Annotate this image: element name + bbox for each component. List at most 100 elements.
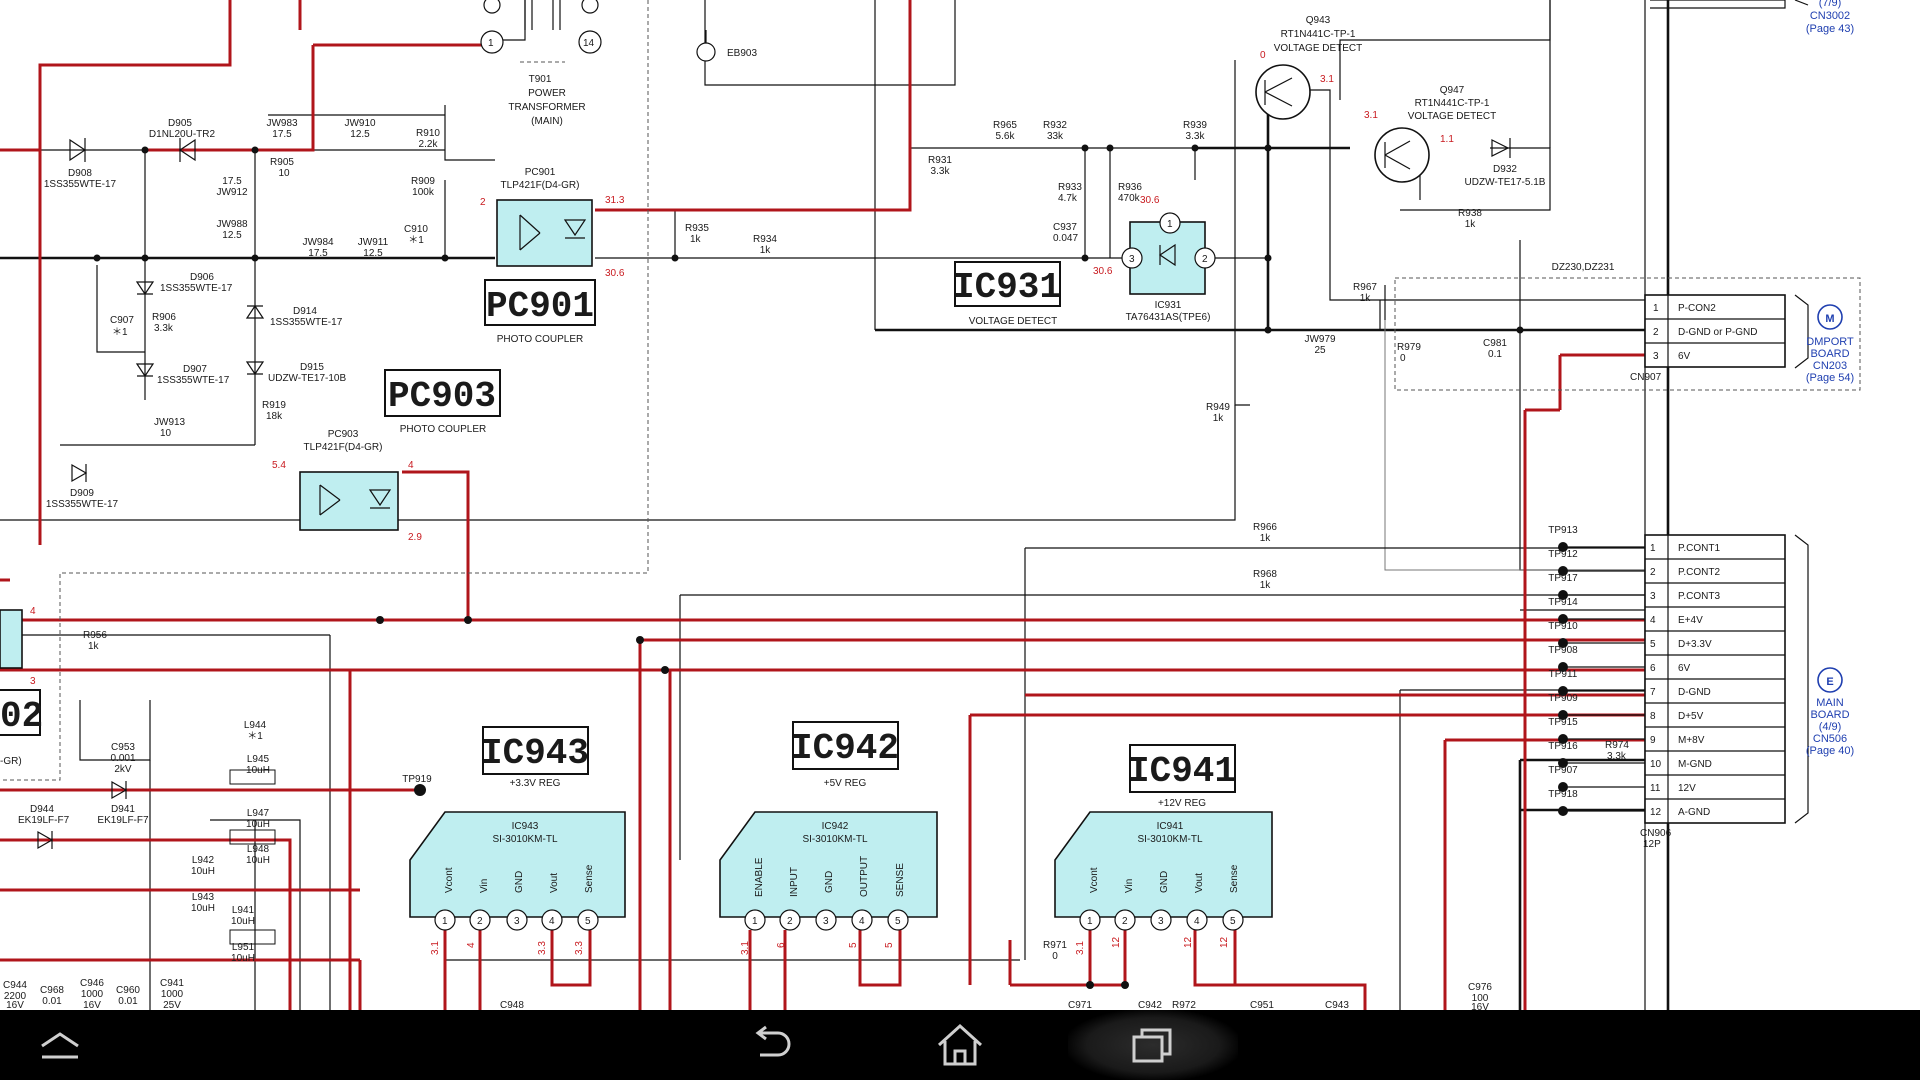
- recent-apps-button[interactable]: [1068, 1010, 1238, 1080]
- svg-text:3.1: 3.1: [1320, 74, 1334, 85]
- svg-text:1: 1: [1087, 916, 1093, 927]
- svg-text:＊1: ＊1: [247, 731, 263, 742]
- svg-text:(MAIN): (MAIN): [531, 116, 563, 127]
- svg-text:1SS355WTE-17: 1SS355WTE-17: [160, 283, 233, 294]
- svg-text:Vout: Vout: [549, 873, 560, 893]
- svg-text:10uH: 10uH: [231, 916, 255, 927]
- svg-text:Sense: Sense: [584, 864, 595, 893]
- cn906-pin-name: M-GND: [1678, 759, 1712, 770]
- svg-text:Vin: Vin: [479, 879, 490, 893]
- svg-text:0.01: 0.01: [42, 996, 62, 1007]
- svg-text:C971: C971: [1068, 1000, 1092, 1010]
- svg-text:D906: D906: [190, 272, 214, 283]
- test-point-label: TP918: [1548, 789, 1578, 800]
- svg-text:1: 1: [442, 916, 448, 927]
- svg-text:R974: R974: [1605, 740, 1629, 751]
- cn906-pin-name: P.CONT1: [1678, 543, 1720, 554]
- cn906-pin-number: 5: [1650, 639, 1656, 650]
- svg-text:R971: R971: [1043, 940, 1067, 951]
- q947-transistor: Q947 RT1N441C-TP-1 VOLTAGE DETECT 3.1 1.…: [1364, 85, 1496, 183]
- cn906-pin-name: E+4V: [1678, 615, 1703, 626]
- svg-text:3.1: 3.1: [1075, 941, 1086, 955]
- home-button[interactable]: [900, 1010, 1020, 1080]
- svg-text:BOARD: BOARD: [1810, 709, 1849, 721]
- dashed-boundaries: [0, 0, 1861, 781]
- svg-text:UDZW-TE17-5.1B: UDZW-TE17-5.1B: [1465, 177, 1546, 188]
- svg-text:4: 4: [859, 916, 865, 927]
- svg-text:(7/9): (7/9): [1819, 0, 1842, 9]
- svg-text:IC931: IC931: [953, 267, 1061, 308]
- svg-text:100: 100: [1472, 993, 1489, 1004]
- collapse-button[interactable]: [0, 1010, 120, 1080]
- svg-text:+5V REG: +5V REG: [824, 778, 867, 789]
- svg-text:2.2k: 2.2k: [419, 139, 439, 150]
- test-point-label: TP915: [1548, 717, 1578, 728]
- svg-text:DMPORT: DMPORT: [1806, 336, 1854, 348]
- svg-text:EB903: EB903: [727, 48, 757, 59]
- back-button[interactable]: [710, 1010, 830, 1080]
- svg-text:IC931: IC931: [1155, 300, 1182, 311]
- test-point-label: TP911: [1549, 669, 1578, 680]
- ic942-pins: ENABLE INPUT GND OUTPUT SENSE 1 2 3 4 5 …: [740, 856, 909, 955]
- svg-text:PC901: PC901: [486, 286, 594, 327]
- svg-text:IC941: IC941: [1128, 751, 1236, 792]
- cn906-pin-name: A-GND: [1678, 807, 1710, 818]
- svg-text:1: 1: [752, 916, 758, 927]
- svg-text:3.3k: 3.3k: [931, 166, 951, 177]
- cn906-pin-number: 6: [1650, 663, 1656, 674]
- svg-text:D914: D914: [293, 306, 317, 317]
- svg-text:JW979: JW979: [1304, 334, 1336, 345]
- svg-text:R956: R956: [83, 630, 107, 641]
- svg-text:TA76431AS(TPE6): TA76431AS(TPE6): [1126, 312, 1211, 323]
- svg-text:3.3k: 3.3k: [1186, 131, 1206, 142]
- svg-text:＊1: ＊1: [408, 235, 424, 246]
- svg-text:R932: R932: [1043, 120, 1067, 131]
- svg-text:RT1N441C-TP-1: RT1N441C-TP-1: [1415, 98, 1490, 109]
- svg-text:PHOTO COUPLER: PHOTO COUPLER: [400, 424, 487, 435]
- svg-text:R949: R949: [1206, 402, 1230, 413]
- cn906-pin-name: D-GND: [1678, 687, 1711, 698]
- svg-text:L948: L948: [247, 844, 270, 855]
- svg-text:2: 2: [787, 916, 793, 927]
- svg-text:3: 3: [823, 916, 829, 927]
- ic941-pins: Vcont Vin GND Vout Sense 1 2 3 4 5 3.1 1…: [1075, 864, 1244, 955]
- svg-text:R968: R968: [1253, 569, 1277, 580]
- svg-text:TLP421F(D4-GR): TLP421F(D4-GR): [501, 180, 580, 191]
- ic941-regulator: IC941 +12V REG IC941 SI-3010KM-TL Vcont …: [1054, 744, 1273, 955]
- svg-text:4.7k: 4.7k: [1058, 193, 1078, 204]
- cn906-pin-number: 11: [1650, 783, 1661, 794]
- svg-text:JW983: JW983: [266, 118, 298, 129]
- cn906-pin-number: 7: [1650, 687, 1656, 698]
- svg-text:JW911: JW911: [358, 237, 389, 248]
- cn906-pin-name: P.CONT3: [1678, 591, 1720, 602]
- svg-text:GND: GND: [514, 871, 525, 893]
- svg-text:CN906: CN906: [1640, 828, 1672, 839]
- svg-text:CN907: CN907: [1630, 372, 1662, 383]
- svg-text:D915: D915: [300, 362, 324, 373]
- svg-text:2: 2: [480, 197, 486, 208]
- ic943-pins: Vcont Vin GND Vout Sense 1 2 3 4 5 3.1 4…: [430, 864, 599, 955]
- svg-text:12: 12: [1219, 936, 1230, 948]
- svg-text:1k: 1k: [1213, 413, 1225, 424]
- test-point-label: TP916: [1548, 741, 1578, 752]
- svg-text:R919: R919: [262, 400, 286, 411]
- collapse-icon: [41, 1032, 79, 1059]
- cn906-pin-number: 9: [1650, 735, 1656, 746]
- svg-text:PC903: PC903: [388, 376, 496, 417]
- android-navigation-bar: [0, 1010, 1920, 1080]
- svg-text:P-CON2: P-CON2: [1678, 303, 1716, 314]
- svg-text:JW984: JW984: [302, 237, 334, 248]
- svg-text:Vin: Vin: [1124, 879, 1135, 893]
- svg-text:100k: 100k: [412, 187, 435, 198]
- svg-text:JW988: JW988: [216, 219, 248, 230]
- test-point-label: TP917: [1548, 573, 1578, 584]
- cn906-pin-number: 1: [1650, 543, 1656, 554]
- svg-text:1k: 1k: [1260, 533, 1272, 544]
- svg-text:1: 1: [1167, 219, 1173, 230]
- cn906-pin-name: 6V: [1678, 663, 1691, 674]
- svg-text:JW912: JW912: [216, 187, 248, 198]
- svg-text:Vout: Vout: [1194, 873, 1205, 893]
- svg-text:R967: R967: [1353, 282, 1377, 293]
- svg-text:DZ230,DZ231: DZ230,DZ231: [1552, 262, 1615, 273]
